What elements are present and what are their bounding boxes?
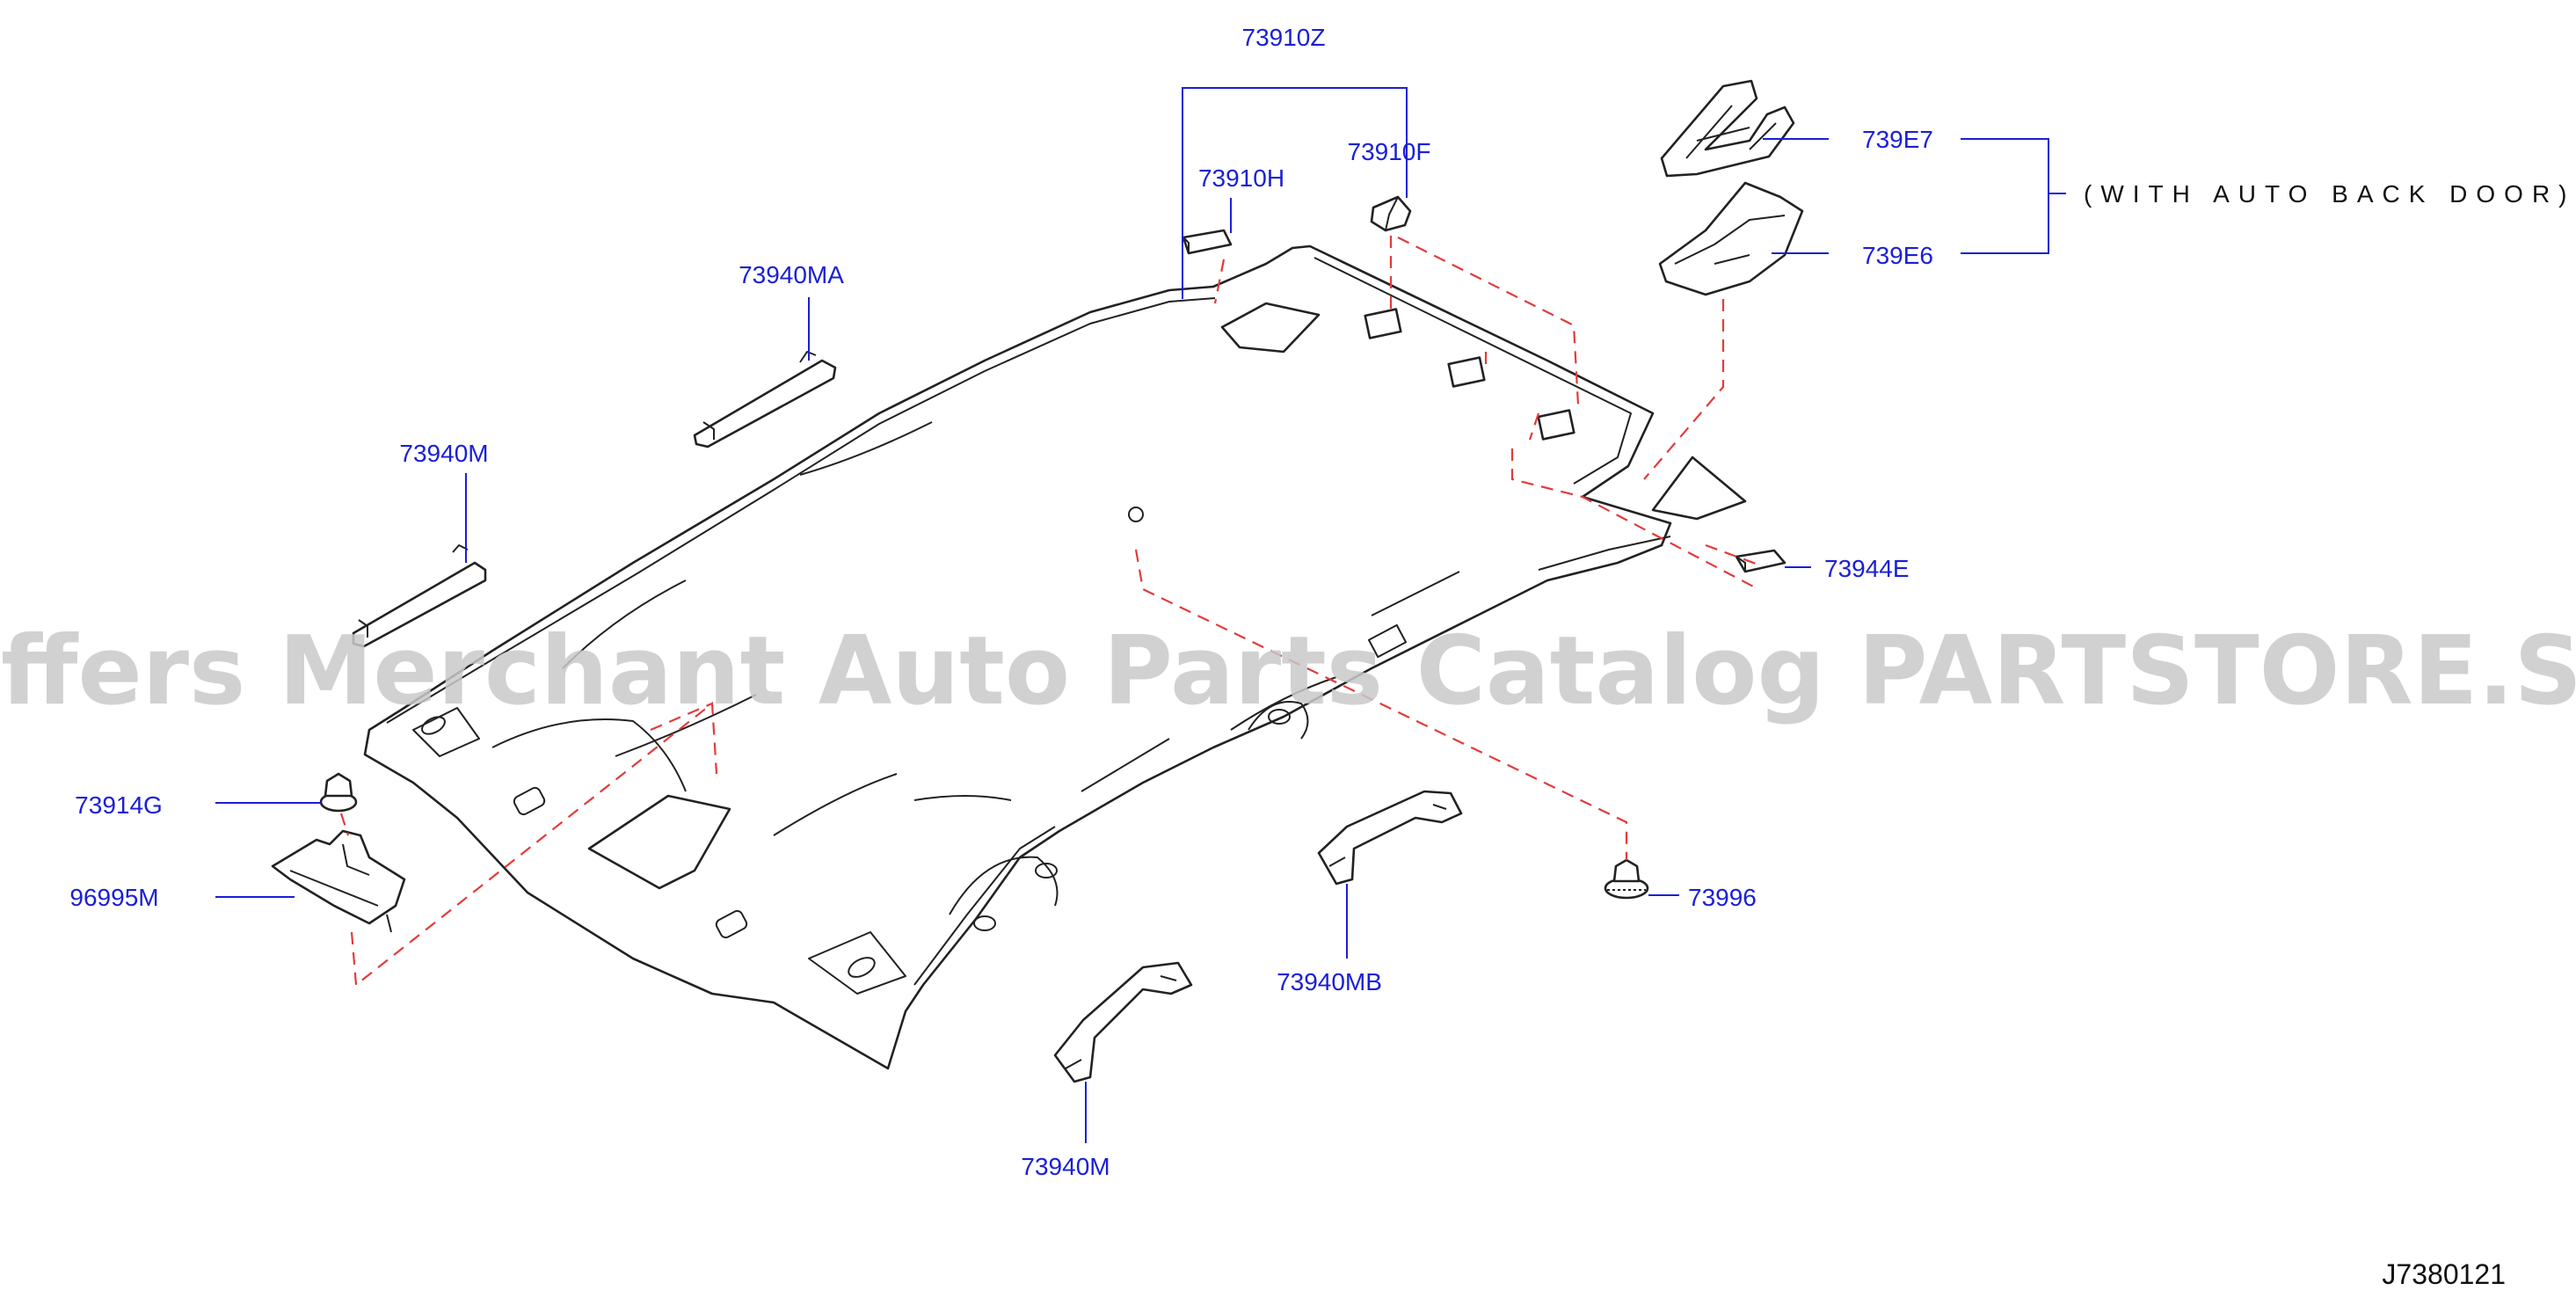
part-73940M-bottom-shape (1053, 961, 1193, 1083)
part-73944E-shape (1735, 549, 1786, 573)
part-96995M-shape (271, 829, 406, 933)
headlining-panel (363, 244, 1747, 1070)
leader-lines (215, 87, 2066, 1143)
label-96995M[interactable]: 96995M (69, 884, 158, 911)
label-73910Z[interactable]: 73910Z (1242, 24, 1326, 51)
label-73914G[interactable]: 73914G (75, 791, 163, 819)
label-73910H[interactable]: 73910H (1198, 164, 1284, 192)
label-739E6[interactable]: 739E6 (1862, 242, 1933, 269)
part-73914G-shape (319, 772, 358, 813)
auto-back-door-note: (WITH AUTO BACK DOOR) (2084, 180, 2576, 208)
drawing-code: J7380121 (2382, 1258, 2506, 1290)
label-73996[interactable]: 73996 (1688, 884, 1757, 911)
part-73940M-top-shape (352, 544, 487, 648)
part-73910H-shape (1182, 229, 1233, 255)
part-739E7-shape (1660, 79, 1795, 178)
label-73940M-top[interactable]: 73940M (399, 440, 488, 467)
part-73940MA-shape (693, 351, 837, 448)
watermark-text: Offers Merchant Auto Parts Catalog PARTS… (0, 616, 2576, 726)
label-73940MA[interactable]: 73940MA (739, 261, 844, 288)
label-739E7[interactable]: 739E7 (1862, 126, 1933, 153)
part-73940MB-shape (1317, 790, 1463, 886)
part-73910F-shape (1370, 195, 1412, 232)
label-73940MB[interactable]: 73940MB (1277, 968, 1382, 995)
label-73944E[interactable]: 73944E (1824, 555, 1910, 582)
assembly-dash-lines (339, 236, 1759, 988)
part-73996-shape (1604, 858, 1649, 900)
label-73910F[interactable]: 73910F (1348, 138, 1431, 165)
part-739E6-shape (1658, 181, 1804, 296)
label-73940M-bottom[interactable]: 73940M (1021, 1153, 1110, 1180)
